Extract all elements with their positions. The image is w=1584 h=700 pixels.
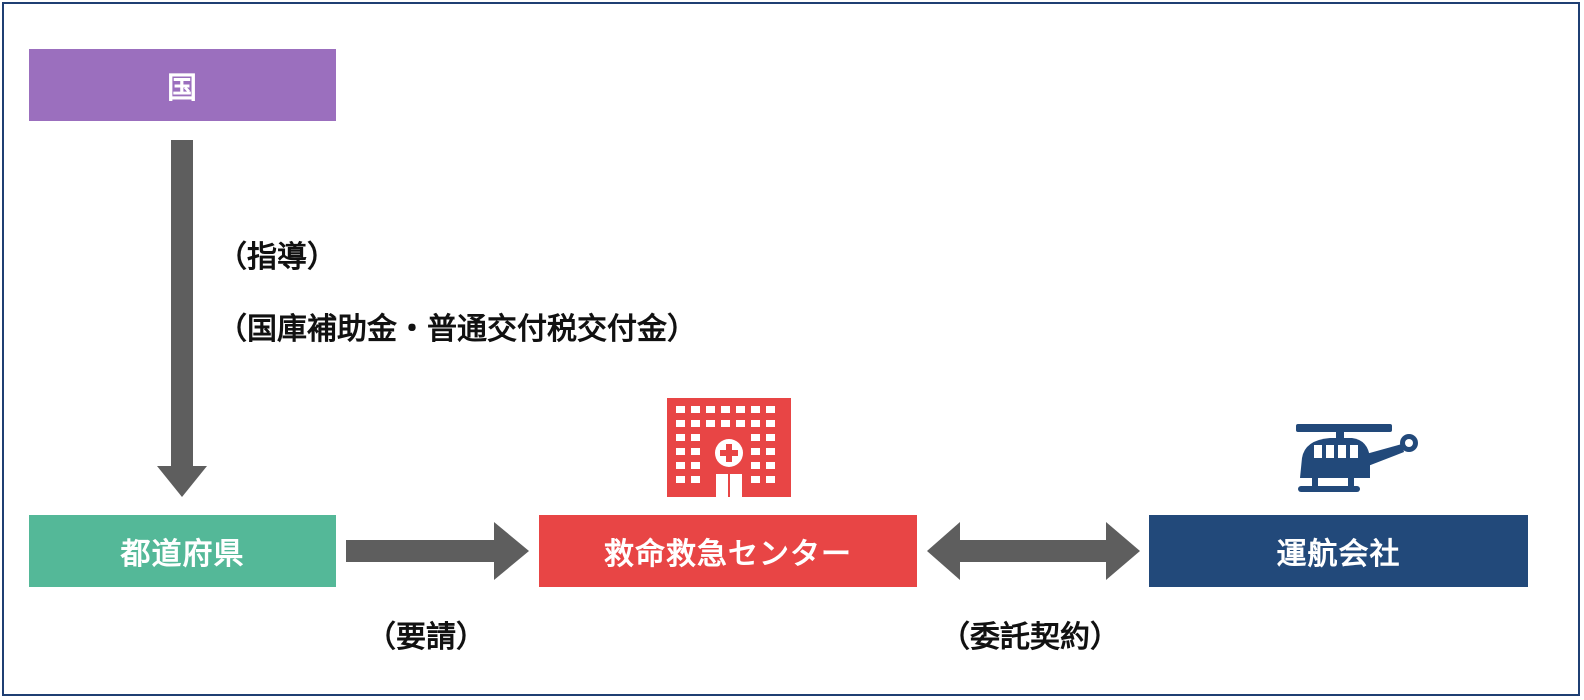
edge-label-request: （要請） [366,620,486,655]
node-operator-label: 運航会社 [1276,537,1401,572]
node-kuni: 国 [29,49,336,121]
node-operator: 運航会社 [1149,515,1528,587]
node-prefecture: 都道府県 [29,515,336,587]
node-prefecture-label: 都道府県 [120,537,245,572]
edge-label-contract: （委託契約） [940,620,1120,655]
node-kuni-label: 国 [167,71,198,106]
edge-label-funding: （国庫補助金・普通交付税交付金） [217,312,697,347]
node-emergency-center: 救命救急センター [539,515,917,587]
node-emergency-center-label: 救命救急センター [604,537,852,572]
edge-label-guidance: （指導） [217,240,337,275]
